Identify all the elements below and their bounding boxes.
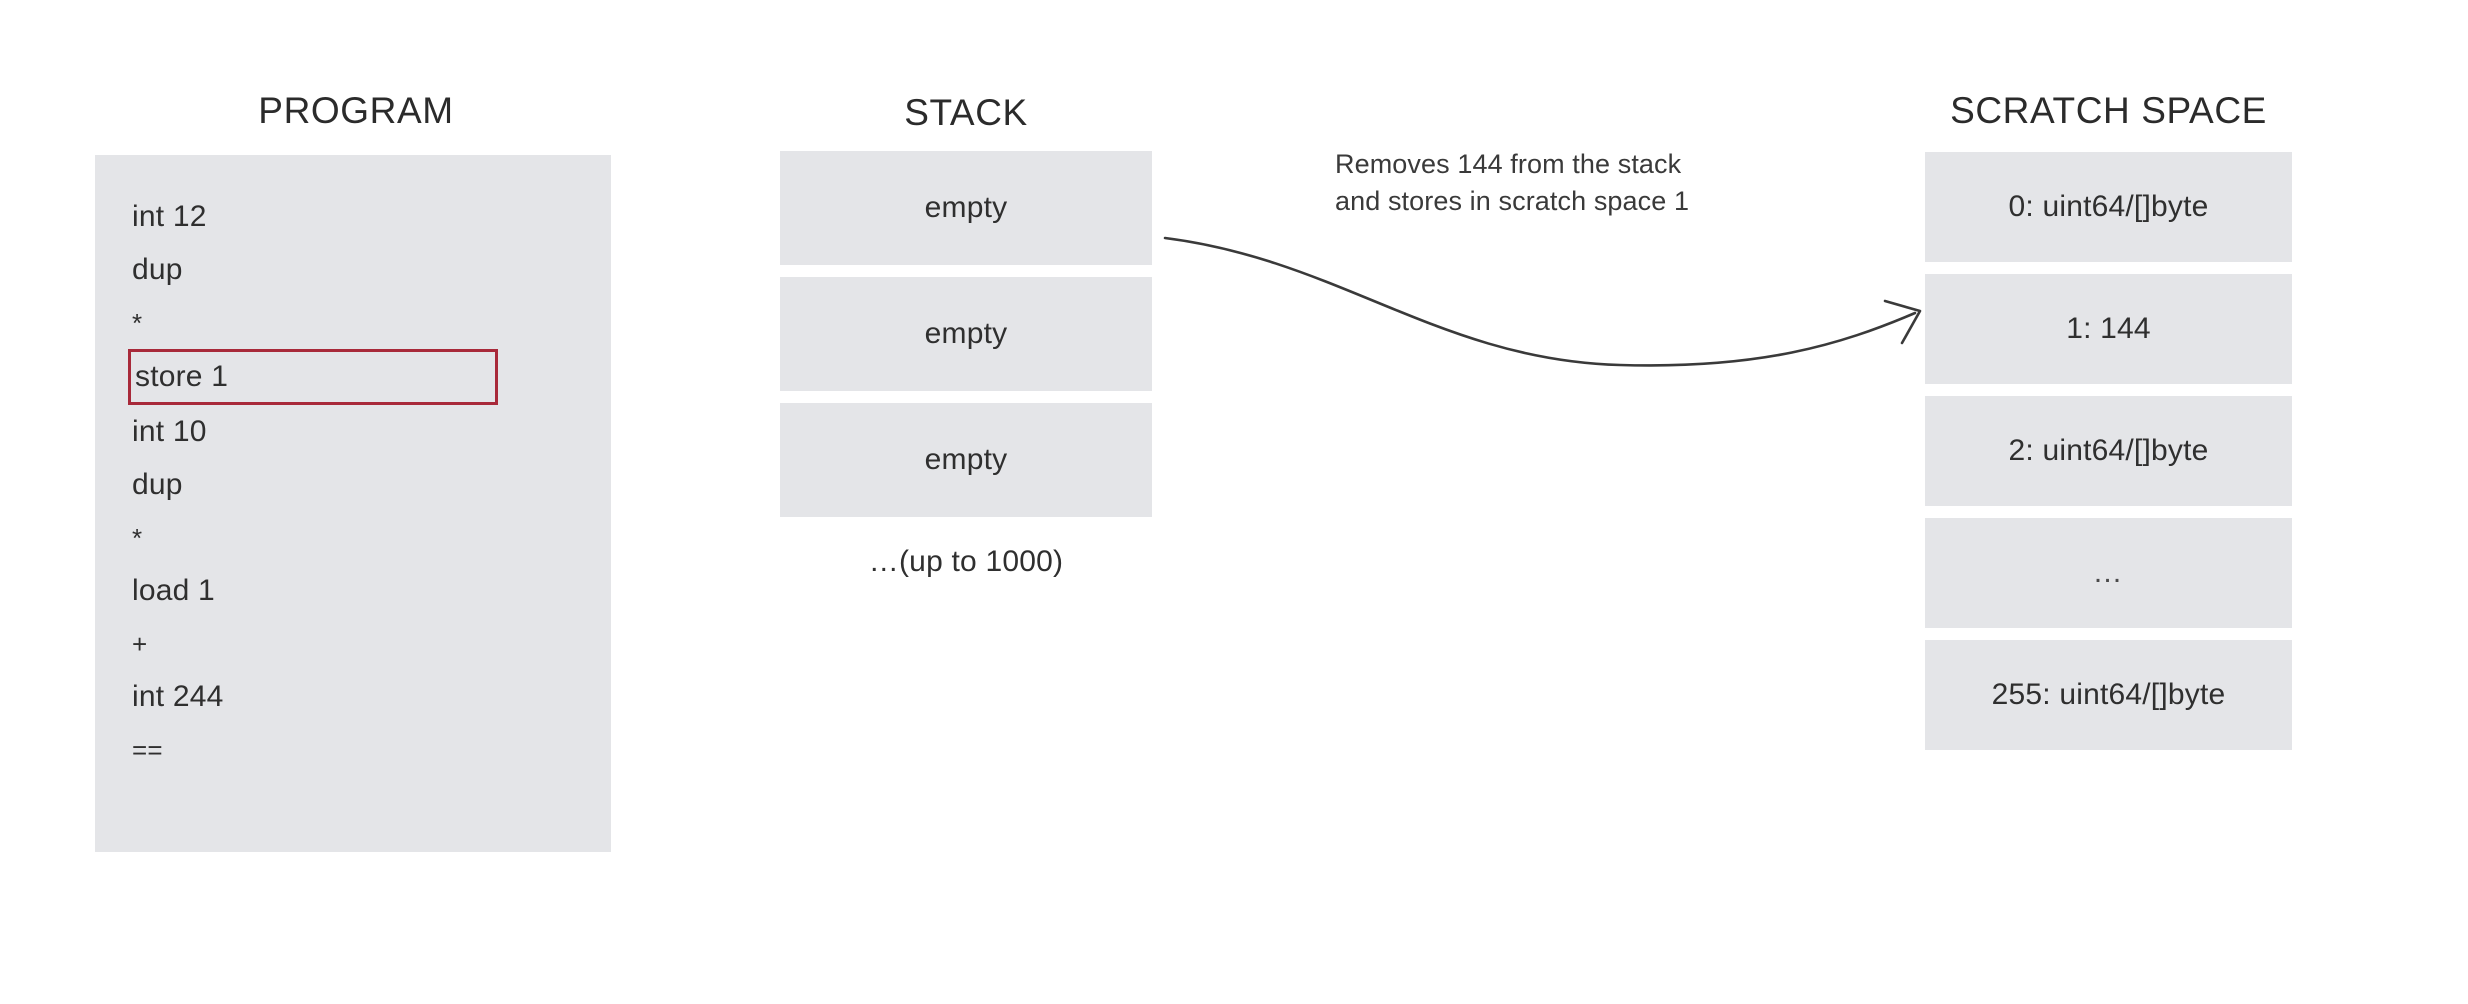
program-instruction-highlighted: store 1 <box>128 349 498 405</box>
stack-overflow-note: …(up to 1000) <box>868 545 1064 578</box>
flow-arrow-head <box>1883 299 1922 345</box>
program-instruction: dup <box>132 252 183 286</box>
scratch-slot-ellipsis: … <box>1925 518 2292 628</box>
program-column-title: PROGRAM <box>258 90 454 131</box>
program-instruction: == <box>132 734 163 765</box>
program-instruction: * <box>132 307 143 338</box>
program-instruction: int 12 <box>132 199 207 233</box>
stack-slot: empty <box>780 151 1152 265</box>
program-panel: int 12 dup * store 1 int 10 dup * load 1… <box>95 155 611 852</box>
annotation-text: Removes 144 from the stack and stores in… <box>1335 146 1765 221</box>
scratch-slot: 0: uint64/[]byte <box>1925 152 2292 262</box>
flow-arrow-line <box>1163 236 1917 367</box>
scratch-slot: 2: uint64/[]byte <box>1925 396 2292 506</box>
annotation-line-1: Removes 144 from the stack <box>1335 149 1682 179</box>
program-instruction: dup <box>132 467 183 501</box>
stack-slot: empty <box>780 277 1152 391</box>
program-instruction-list: int 12 dup * store 1 int 10 dup * load 1… <box>128 190 576 776</box>
program-instruction: int 244 <box>132 679 224 713</box>
program-instruction: * <box>132 522 143 553</box>
program-instruction: int 10 <box>132 414 207 448</box>
flow-arrow <box>1163 236 1922 367</box>
scratch-space-column-title: SCRATCH SPACE <box>1950 90 2267 131</box>
stack-slot: empty <box>780 403 1152 517</box>
scratch-slot-active: 1: 144 <box>1925 274 2292 384</box>
program-instruction: + <box>132 628 148 659</box>
program-instruction: load 1 <box>132 573 215 607</box>
annotation-line-2: and stores in scratch space 1 <box>1335 186 1690 217</box>
stack-column-title: STACK <box>904 92 1028 133</box>
scratch-slot: 255: uint64/[]byte <box>1925 640 2292 750</box>
